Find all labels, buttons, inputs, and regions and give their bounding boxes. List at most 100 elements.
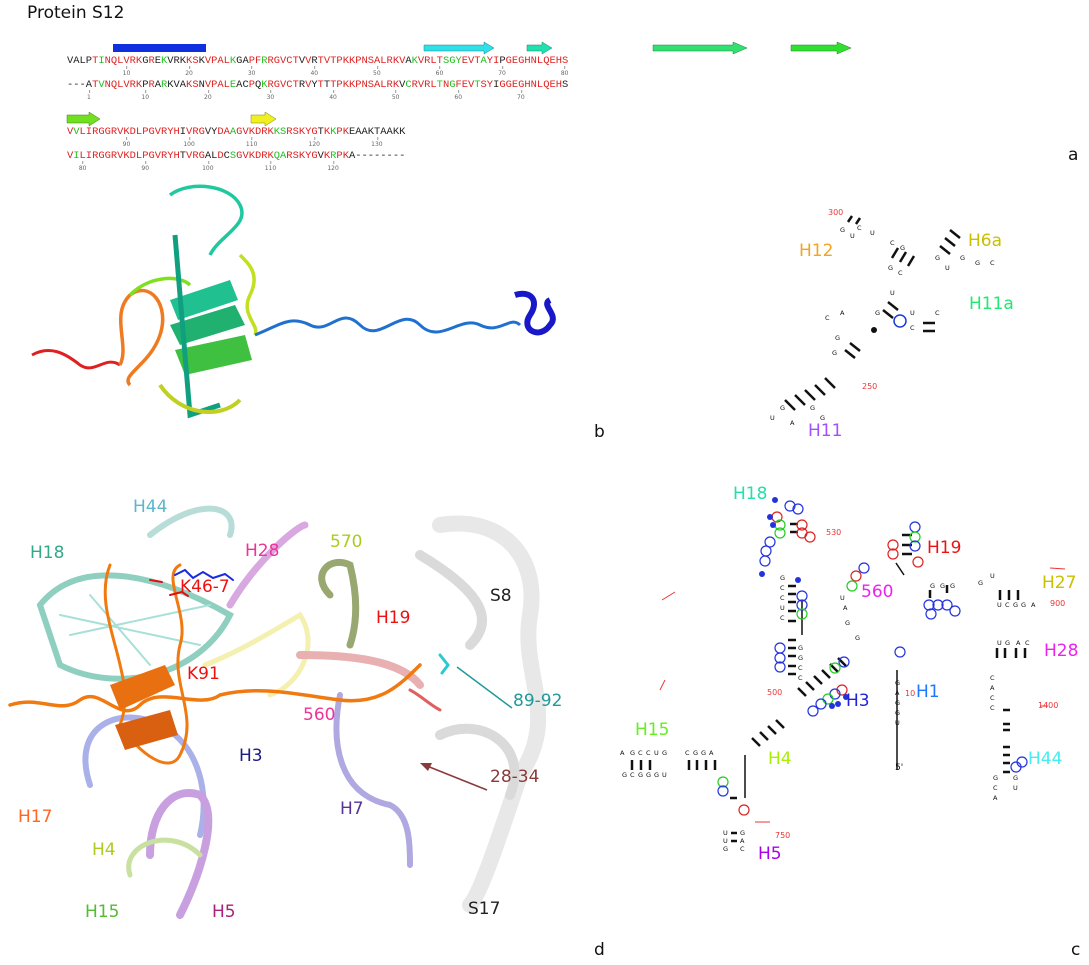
strand-5 [66, 111, 101, 127]
residue-number-tick: 110 [245, 137, 258, 148]
svg-text:G: G [888, 264, 893, 272]
svg-text:A: A [1016, 639, 1021, 647]
nucleotide-number-10: 10 [905, 689, 916, 698]
residue-number-tick: 40 [329, 90, 337, 101]
svg-text:U: U [895, 719, 900, 727]
helix-label-h28: H28 [1044, 641, 1079, 661]
helix-label-h1: H1 [916, 682, 940, 702]
svg-text:G: G [935, 254, 940, 262]
nucleotide-number-900: 900 [1050, 599, 1066, 608]
residue-number-tick: 120 [308, 137, 320, 148]
five-prime-end-label: 5' [895, 763, 904, 773]
label-560: 560 [303, 705, 336, 725]
nucleotide-number-500: 500 [767, 688, 783, 697]
svg-text:U: U [723, 837, 728, 845]
label-s8: S8 [490, 586, 512, 606]
residue-number-tick: 120 [327, 161, 339, 172]
svg-text:U: U [770, 414, 775, 422]
svg-text:G: G [895, 709, 900, 717]
svg-text:G: G [975, 259, 980, 267]
residue-number-tick: 60 [454, 90, 463, 101]
svg-text:U: U [662, 771, 667, 779]
residue-number-tick: 50 [391, 90, 400, 101]
helix-label-h11a: H11a [969, 294, 1014, 314]
svg-text:A: A [840, 309, 845, 317]
svg-text:G: G [662, 749, 667, 757]
svg-text:G: G [798, 644, 803, 652]
residue-number-tick: 80 [78, 161, 87, 172]
svg-text:C: C [990, 259, 995, 267]
svg-text:G: G [1021, 601, 1026, 609]
svg-text:C: C [935, 309, 940, 317]
svg-text:C: C [798, 674, 803, 682]
svg-text:U: U [945, 264, 950, 272]
svg-text:U: U [654, 749, 659, 757]
svg-text:G: G [835, 334, 840, 342]
label-h15: H15 [85, 902, 120, 922]
panel-label-b: b [594, 422, 605, 442]
label-h28: H28 [245, 541, 280, 561]
svg-text:C: C [780, 614, 785, 622]
ribosome-complex-3d [8, 505, 547, 919]
svg-text:G: G [780, 404, 785, 412]
svg-text:C: C [890, 239, 895, 247]
nucleotide-number-300: 300 [828, 208, 844, 217]
strand-1 [423, 41, 495, 55]
nucleotide-number-250: 250 [862, 382, 878, 391]
protein-structure-cartoon [31, 184, 556, 419]
svg-text:U: U [1013, 784, 1018, 792]
helix-label-h3: H3 [846, 691, 870, 711]
strand-6 [250, 111, 277, 127]
svg-text:C: C [1025, 639, 1030, 647]
svg-text:A: A [790, 419, 795, 427]
svg-text:C: C [825, 314, 830, 322]
helix-label-h19: H19 [927, 538, 962, 558]
panel-label-d: d [594, 940, 605, 960]
svg-text:G: G [978, 579, 983, 587]
svg-text:A: A [709, 749, 714, 757]
helix-label-h15: H15 [635, 720, 670, 740]
svg-text:G: G [895, 679, 900, 687]
nucleotide-number-1400: 1400 [1038, 701, 1059, 710]
svg-text:G: G [646, 771, 651, 779]
residue-number-tick: 80 [560, 66, 569, 77]
svg-text:U: U [997, 601, 1002, 609]
svg-text:G: G [798, 654, 803, 662]
label-h19: H19 [376, 608, 411, 628]
residue-number-tick: 110 [264, 161, 277, 172]
panel-label-c: c [1071, 940, 1081, 960]
svg-text:G: G [638, 771, 643, 779]
svg-text:A: A [1031, 601, 1036, 609]
label-89-92: 89-92 [513, 691, 563, 711]
svg-text:C: C [993, 784, 998, 792]
label-h4: H4 [92, 840, 116, 860]
residue-number-tick: 90 [141, 161, 150, 172]
svg-text:A: A [895, 689, 900, 697]
svg-text:U: U [840, 594, 845, 602]
svg-text:C: C [780, 584, 785, 592]
svg-text:C: C [990, 694, 995, 702]
svg-text:G: G [840, 226, 845, 234]
label-28-34: 28-34 [490, 767, 540, 787]
svg-text:G: G [960, 254, 965, 262]
helix-label-h6a: H6a [968, 231, 1003, 251]
svg-text:G: G [810, 404, 815, 412]
label-h18: H18 [30, 543, 65, 563]
svg-text:G: G [855, 634, 860, 642]
residue-number-tick: 30 [266, 90, 275, 101]
svg-text:A: A [740, 837, 745, 845]
residue-number-tick: 1 [86, 90, 91, 101]
svg-text:U: U [780, 604, 785, 612]
svg-text:G: G [930, 582, 935, 590]
helix-label-h5: H5 [758, 844, 782, 864]
svg-text:G: G [875, 309, 880, 317]
secondary-structure-track [66, 41, 989, 127]
helix-label-560: 560 [861, 582, 894, 602]
label-k46-7: K46-7 [180, 577, 230, 597]
residue-number-tick: 40 [310, 66, 319, 77]
svg-text:C: C [910, 324, 915, 332]
svg-text:G: G [701, 749, 706, 757]
residue-number-tick: 100 [183, 137, 195, 148]
svg-text:G: G [1013, 601, 1018, 609]
alignment-sequence-row: VILIRGGRVKDLPGVRYHTVRGALDCSGVKDRKQARSKYG… [67, 150, 406, 162]
